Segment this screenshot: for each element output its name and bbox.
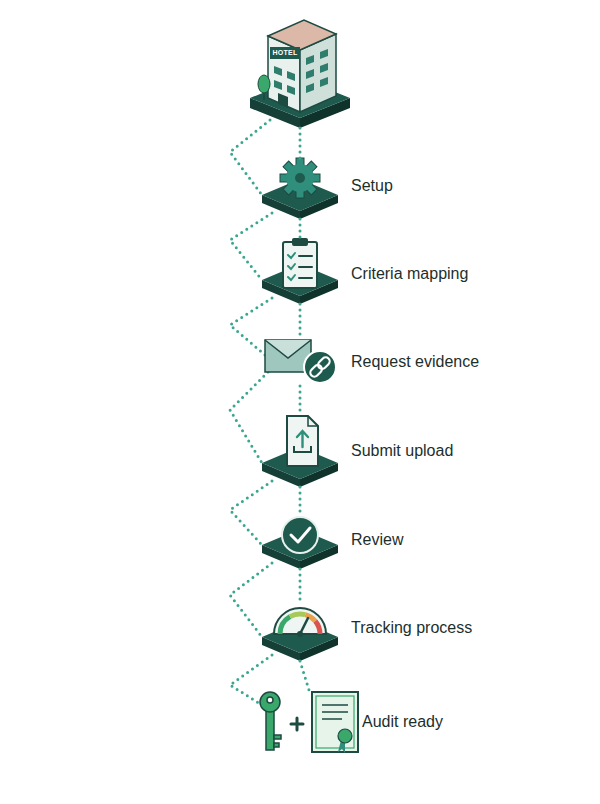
gauge-segment xyxy=(280,617,290,634)
step-node: Tracking process xyxy=(262,605,338,661)
step-node: Setup xyxy=(262,160,338,219)
clipboard-clip xyxy=(292,238,308,246)
step-label: Review xyxy=(351,530,571,550)
list-line xyxy=(299,266,312,268)
step-label: Audit ready xyxy=(362,712,562,732)
text-line xyxy=(322,711,348,713)
dotted-connector xyxy=(300,661,309,690)
window xyxy=(287,85,295,95)
link-badge xyxy=(304,351,336,383)
certificate-seal xyxy=(338,729,352,743)
text-line xyxy=(322,704,348,706)
key-tooth xyxy=(274,735,281,739)
certificate-lines xyxy=(322,705,348,719)
document xyxy=(287,416,318,466)
review-illustration xyxy=(262,517,338,569)
step-node: Audit ready xyxy=(258,690,360,755)
dotted-zigzag xyxy=(230,213,272,280)
check-badge xyxy=(282,517,318,553)
key-hole xyxy=(267,697,273,703)
dotted-zigzag xyxy=(230,120,272,705)
audit-illustration xyxy=(260,692,358,753)
link-icon xyxy=(309,356,332,379)
hotel-sign xyxy=(270,47,300,59)
building-face xyxy=(268,36,300,112)
gauge-face xyxy=(274,608,326,634)
link-loop xyxy=(316,356,331,371)
check-mark xyxy=(288,253,295,258)
step-label: Request evidence xyxy=(351,352,571,372)
hotel-illustration xyxy=(250,20,350,128)
window xyxy=(274,80,282,90)
link-loop xyxy=(309,363,324,378)
upload-arrow xyxy=(297,431,308,447)
hotel-node: HOTEL xyxy=(248,14,352,128)
setup-illustration xyxy=(262,158,338,219)
dotted-connector xyxy=(299,219,302,238)
tracking-illustration xyxy=(262,608,338,661)
dotted-connector xyxy=(299,128,302,160)
sign-text: HOTEL xyxy=(270,48,300,58)
dotted-zigzag xyxy=(230,372,268,463)
dotted-connector xyxy=(299,386,302,413)
step-node: Review xyxy=(262,515,338,569)
gear-hub xyxy=(295,173,305,183)
step-node: Criteria mapping xyxy=(262,238,338,304)
plus-symbol xyxy=(291,718,303,730)
gear-body xyxy=(286,164,314,192)
submit-illustration xyxy=(262,416,338,487)
step-label: Submit upload xyxy=(351,441,571,461)
key-icon xyxy=(260,692,281,750)
step-node: Request evidence xyxy=(262,338,338,386)
request-illustration xyxy=(265,340,336,383)
window xyxy=(320,63,328,73)
window xyxy=(287,71,295,81)
envelope-flap xyxy=(265,340,311,358)
check-mark xyxy=(291,528,310,542)
dotted-connector xyxy=(299,569,302,605)
window xyxy=(274,66,282,76)
window xyxy=(320,77,328,87)
tree xyxy=(258,75,270,93)
step-label: Setup xyxy=(351,176,571,196)
key-head xyxy=(260,692,280,712)
criteria-illustration xyxy=(262,238,338,304)
list-line xyxy=(299,255,312,257)
door xyxy=(278,93,288,108)
window xyxy=(306,69,314,79)
key-tooth xyxy=(274,743,279,747)
text-line xyxy=(322,718,342,720)
gauge-segment xyxy=(315,621,320,634)
certificate-border xyxy=(316,696,354,748)
step-node: Submit upload xyxy=(262,413,338,487)
dotted-connector xyxy=(299,304,302,338)
certificate xyxy=(312,692,358,752)
dotted-connector xyxy=(299,487,302,515)
dotted-zigzag xyxy=(230,563,272,637)
gauge-segment xyxy=(290,614,305,617)
window xyxy=(320,49,328,59)
dotted-zigzag xyxy=(230,481,272,545)
check-mark xyxy=(288,264,295,269)
clipboard xyxy=(283,242,317,288)
gear-icon xyxy=(280,158,320,198)
step-label: Tracking process xyxy=(351,618,571,638)
step-label: Criteria mapping xyxy=(351,264,571,284)
building-roof xyxy=(268,20,336,50)
key-shaft xyxy=(266,708,274,750)
dotted-zigzag xyxy=(230,120,270,195)
window xyxy=(306,83,314,93)
checklist xyxy=(288,253,312,280)
check-mark xyxy=(288,275,295,280)
gauge-pivot xyxy=(297,631,303,637)
document-fold xyxy=(308,416,318,426)
list-line xyxy=(299,277,312,279)
window xyxy=(306,55,314,65)
